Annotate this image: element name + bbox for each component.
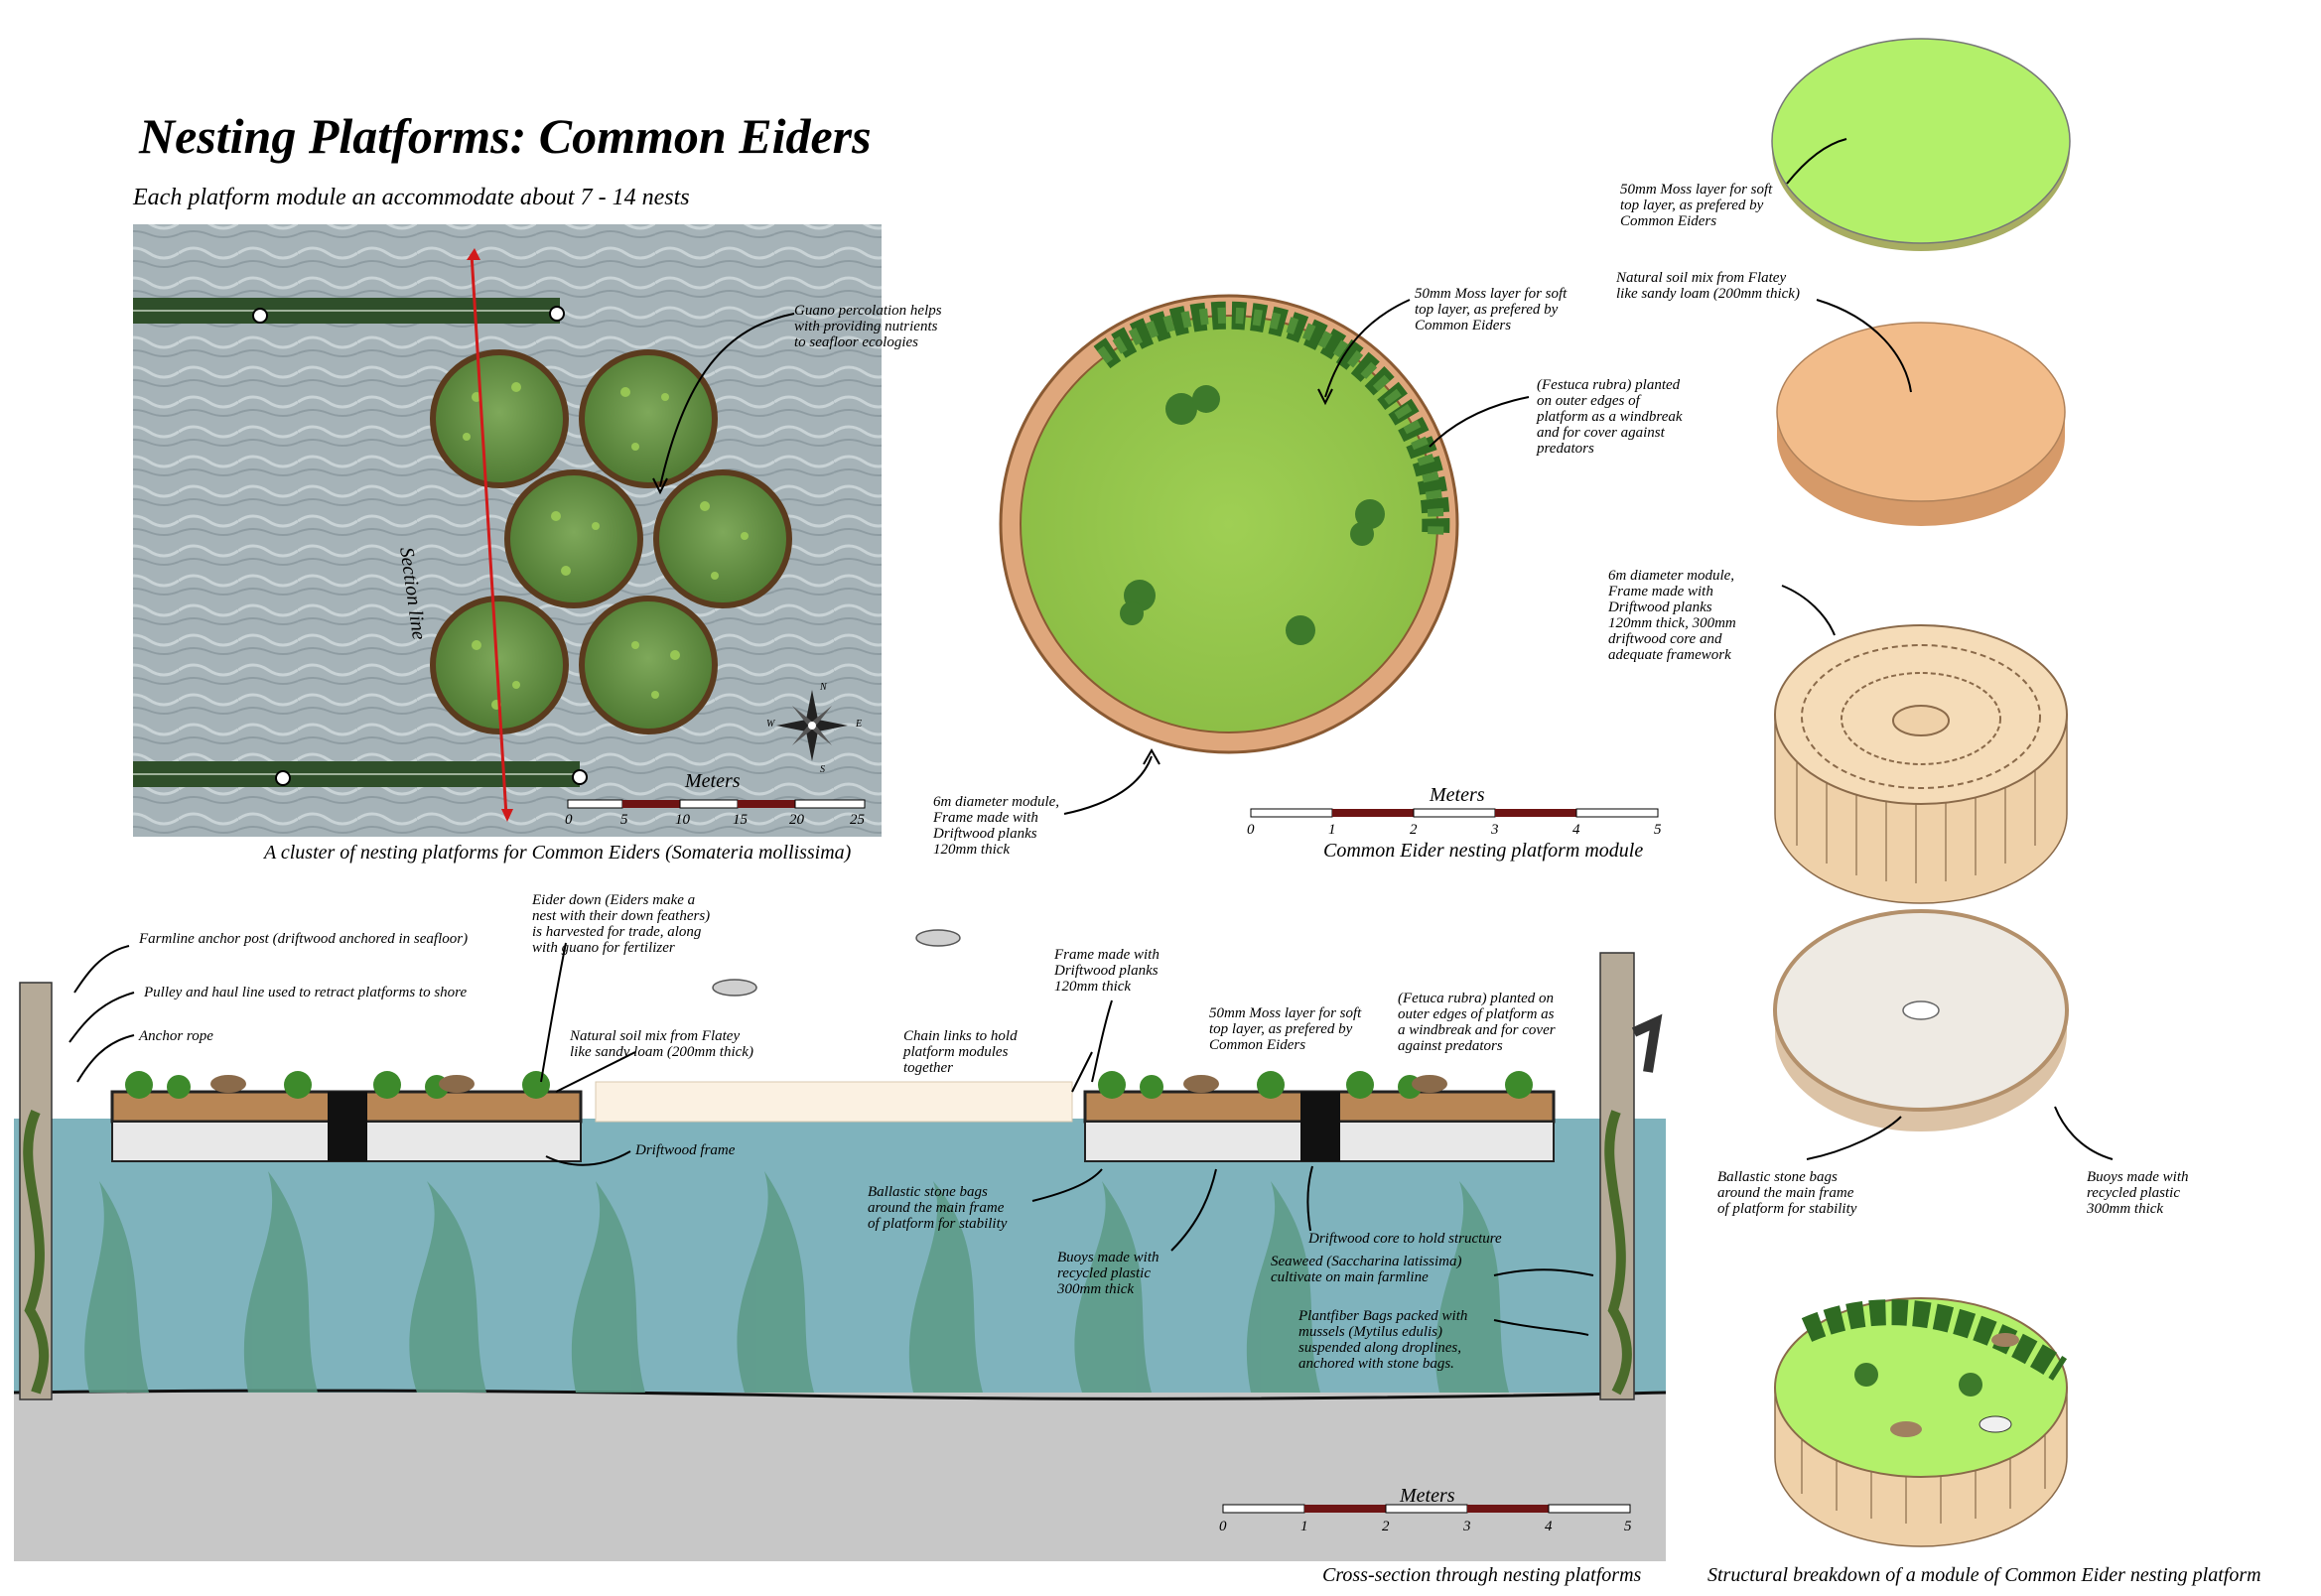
plan-platform: [430, 349, 569, 488]
section-seabed: [14, 1393, 1666, 1561]
plan-platform: [430, 596, 569, 734]
module-festuca-belt: [1093, 301, 1450, 537]
breakdown-soil-disc: [1776, 322, 2066, 526]
plan-view: [133, 224, 882, 837]
page-title: Nesting Platforms: Common Eiders: [139, 108, 872, 164]
guano-arrow: [659, 313, 795, 487]
plan-scale-unit: Meters: [685, 770, 741, 792]
compass-south: S: [820, 764, 825, 775]
section-scale-bar: [1222, 1504, 1631, 1514]
plan-platform-cluster: [430, 349, 792, 734]
compass-icon: [776, 690, 848, 761]
module-scale-tick: 4: [1572, 822, 1580, 838]
section-scale-tick: 3: [1463, 1519, 1471, 1534]
plan-farmline-top: [133, 298, 565, 324]
plan-scale-bar: [567, 799, 866, 809]
plan-platform: [653, 469, 792, 608]
module-scale-bar: [1250, 808, 1659, 818]
compass-north: N: [820, 682, 827, 693]
module-scale-tick: 0: [1247, 822, 1255, 838]
plan-platform: [504, 469, 643, 608]
section-platform-background: [595, 1081, 1073, 1123]
section-anchor-post-right: [1599, 952, 1663, 1400]
breakdown-frame-drum: [1774, 624, 2068, 904]
pulley-label: Pulley and haul line used to retract pla…: [144, 985, 468, 1000]
module-scale-tick: 2: [1410, 822, 1418, 838]
breakdown-assembled-module: [1774, 1297, 2068, 1547]
anchor-rope-label: Anchor rope: [139, 1028, 213, 1044]
plan-scale-tick: 15: [733, 812, 748, 828]
plan-platform: [579, 596, 718, 734]
section-platform-left: [110, 1071, 583, 1162]
section-anchor-post-left: [19, 982, 53, 1400]
section-flying-eiders: [712, 929, 961, 997]
compass-west: W: [766, 719, 775, 730]
page-subtitle: Each platform module an accommodate abou…: [133, 185, 690, 210]
plan-scale-tick: 10: [675, 812, 690, 828]
breakdown-moss-disc: [1771, 38, 2071, 251]
plan-platform: [579, 349, 718, 488]
module-caption: Common Eider nesting platform module: [1323, 840, 1644, 862]
breakdown-layers: [1771, 38, 2114, 1547]
section-line: [470, 253, 508, 817]
section-seaweed: [84, 1171, 1509, 1393]
farmline-post-label: Farmline anchor post (driftwood anchored…: [139, 931, 469, 947]
module-scale-tick: 3: [1491, 822, 1499, 838]
section-scale-tick: 4: [1545, 1519, 1553, 1534]
breakdown-caption: Structural breakdown of a module of Comm…: [1707, 1564, 2261, 1586]
section-caption: Cross-section through nesting platforms: [1322, 1564, 1642, 1586]
cross-section: [13, 929, 1667, 1561]
section-scale-tick: 2: [1382, 1519, 1390, 1534]
plan-caption: A cluster of nesting platforms for Commo…: [264, 842, 852, 864]
module-grass-tufts: [1120, 385, 1385, 645]
driftwood-frame-label: Driftwood frame: [635, 1142, 736, 1158]
seaweed-label: Seaweed (Saccharina latissima)cultivate …: [1271, 1254, 1462, 1285]
compass-east: E: [856, 719, 863, 730]
module-scale-tick: 1: [1328, 822, 1336, 838]
plan-scale-tick: 5: [620, 812, 628, 828]
section-scale-tick: 0: [1219, 1519, 1227, 1534]
plan-scale-tick: 20: [789, 812, 804, 828]
plan-farmline-bottom: [133, 761, 588, 787]
section-scale-tick: 1: [1300, 1519, 1308, 1534]
breakdown-buoy-base: [1773, 909, 2069, 1131]
plan-scale-tick: 25: [850, 812, 865, 828]
plan-scale-tick: 0: [565, 812, 573, 828]
section-scale-unit: Meters: [1400, 1485, 1455, 1507]
section-scale-tick: 5: [1624, 1519, 1632, 1534]
module-scale-unit: Meters: [1430, 784, 1485, 806]
module-plan: [999, 294, 1659, 818]
core-label: Driftwood core to hold structure: [1308, 1231, 1502, 1247]
module-scale-tick: 5: [1654, 822, 1662, 838]
section-platform-right: [1083, 1071, 1556, 1162]
